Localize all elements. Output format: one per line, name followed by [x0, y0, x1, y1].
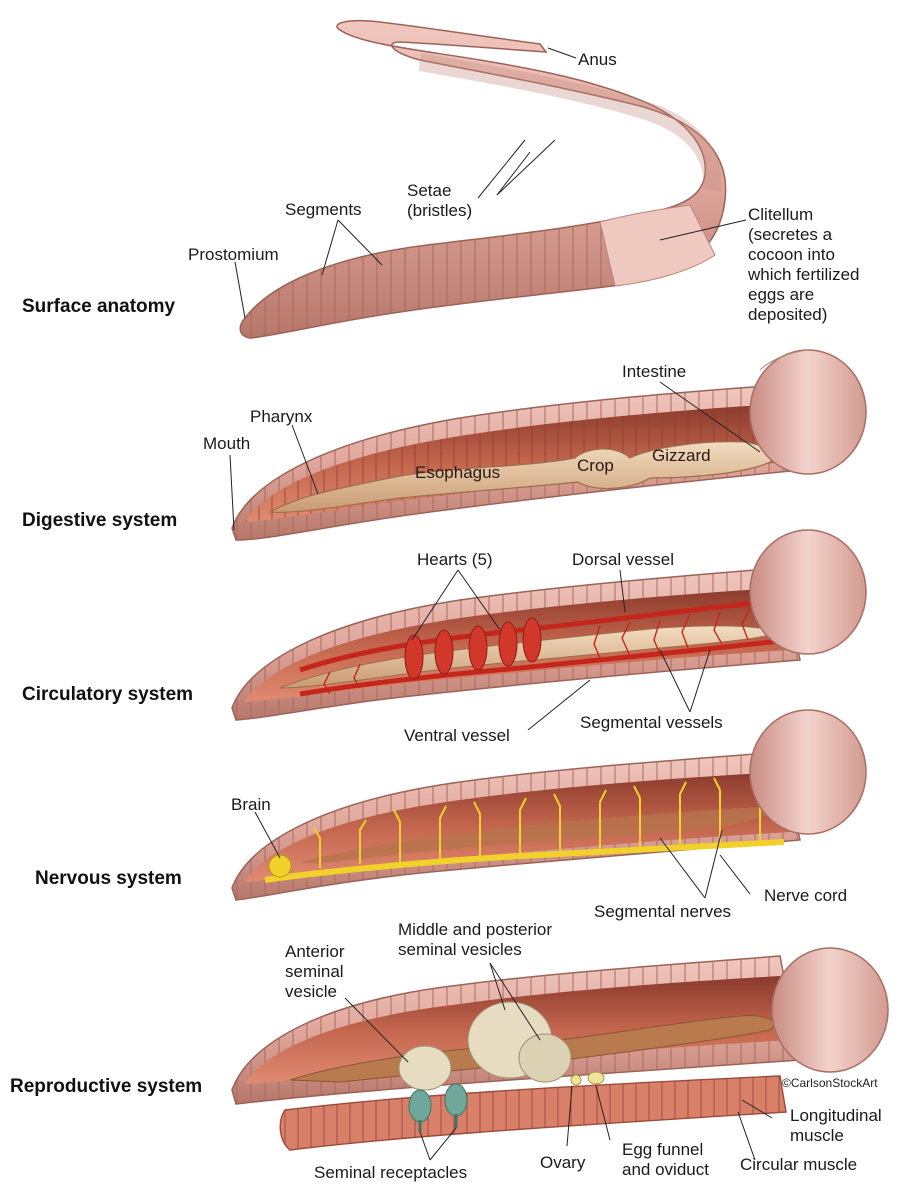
label-circular-muscle: Circular muscle	[740, 1155, 858, 1174]
label-anterior-seminal-vesicle: Anterior seminal vesicle	[285, 942, 345, 1001]
label-clitellum: Clitellum (secretes a cocoon into which …	[748, 205, 860, 324]
label-gizzard: Gizzard	[652, 446, 711, 465]
label-ventral-vessel: Ventral vessel	[404, 726, 510, 745]
label-longitudinal-muscle: Longitudinal muscle	[790, 1106, 882, 1145]
label-esophagus: Esophagus	[415, 463, 501, 482]
label-dorsal-vessel: Dorsal vessel	[572, 550, 675, 569]
label-anus: Anus	[578, 50, 617, 69]
label-setae: Setae (bristles)	[407, 181, 473, 220]
label-seminal-receptacles: Seminal receptacles	[314, 1163, 468, 1182]
section-reproductive-system: Reproductive system	[10, 1076, 203, 1097]
label-middle-posterior-seminal-vesicles: Middle and posterior seminal vesicles	[398, 920, 553, 959]
copyright: ©CarlsonStockArt	[782, 1076, 878, 1090]
label-segmental-nerves: Segmental nerves	[594, 902, 732, 921]
seminal-vesicles	[398, 1001, 572, 1091]
label-segmental-vessels: Segmental vessels	[580, 713, 723, 732]
circulatory-worm	[231, 529, 867, 721]
label-pharynx: Pharynx	[250, 407, 313, 426]
section-surface-anatomy: Surface anatomy	[22, 296, 176, 317]
seminal-receptacles	[408, 1083, 468, 1132]
label-mouth: Mouth	[203, 434, 251, 453]
reproductive-worm	[231, 947, 889, 1151]
section-digestive-system: Digestive system	[22, 510, 178, 531]
label-intestine: Intestine	[622, 362, 687, 381]
nervous-worm	[231, 709, 867, 901]
label-prostomium: Prostomium	[188, 245, 279, 264]
label-ovary: Ovary	[540, 1153, 586, 1172]
label-segments: Segments	[285, 200, 362, 219]
section-circulatory-system: Circulatory system	[22, 684, 194, 705]
section-nervous-system: Nervous system	[35, 868, 182, 889]
leader-lines	[229, 47, 773, 1161]
segmental-vessel-branches	[323, 607, 751, 695]
label-egg-funnel-oviduct: Egg funnel and oviduct	[622, 1140, 709, 1179]
hearts	[404, 617, 542, 680]
label-brain: Brain	[231, 795, 271, 814]
surface-worm	[239, 19, 727, 339]
digestive-worm	[231, 349, 867, 541]
label-hearts: Hearts (5)	[417, 550, 493, 569]
label-nerve-cord: Nerve cord	[764, 886, 848, 905]
label-crop: Crop	[577, 456, 614, 475]
segmental-nerves-lines	[313, 773, 767, 868]
